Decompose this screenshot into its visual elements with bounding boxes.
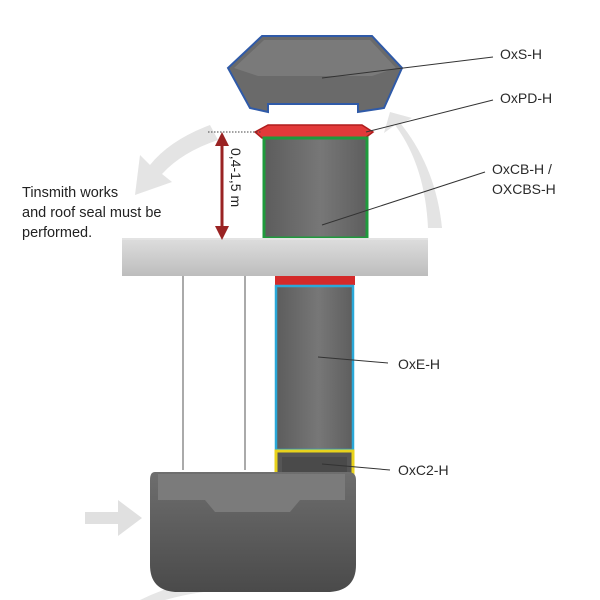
label-oxc2-h: OxC2-H [398,462,449,478]
under-roof-seal-ring [275,276,355,285]
dimension-arrow-head-bottom [215,226,229,240]
airflow-arrow-left-upper [135,125,218,195]
leader-line-oxe [317,356,389,364]
dimension-arrow-head-top [215,132,229,146]
oxc2-inner-band [282,457,347,473]
ventilation-unit-top-panel [158,474,345,512]
tinsmith-note-line2: and roof seal must be [22,205,162,221]
tinsmith-note-line3: performed. [22,225,93,241]
dimension-label: 0,4-1,5 m [228,148,244,208]
label-oxcb-h-line1: OxCB-H / [492,161,552,177]
label-oxe-h: OxE-H [398,356,440,372]
tinsmith-note-line1: Tinsmith works [22,185,119,201]
leader-line-oxcb [321,171,486,226]
oxpd-plate-shape [253,124,375,139]
oxe-duct-shape [274,284,355,452]
oxcb-duct-shape [262,136,369,240]
airflow-arrow-left-inlet [85,500,142,536]
leader-line-oxs [321,56,494,79]
airflow-arrow-right-upper [384,112,442,228]
ventilation-unit-shape [150,472,356,592]
oxs-hood-top-face [234,40,396,76]
label-oxs-h: OxS-H [500,46,542,62]
roof-slab-shape [122,240,428,276]
label-oxpd-h: OxPD-H [500,90,553,106]
leader-line-oxc2 [321,463,391,471]
tinsmith-note: Tinsmith works and roof seal must be per… [22,183,202,243]
leader-line-oxpd [365,99,494,133]
label-oxcb-h-line2: OXCBS-H [492,181,556,197]
